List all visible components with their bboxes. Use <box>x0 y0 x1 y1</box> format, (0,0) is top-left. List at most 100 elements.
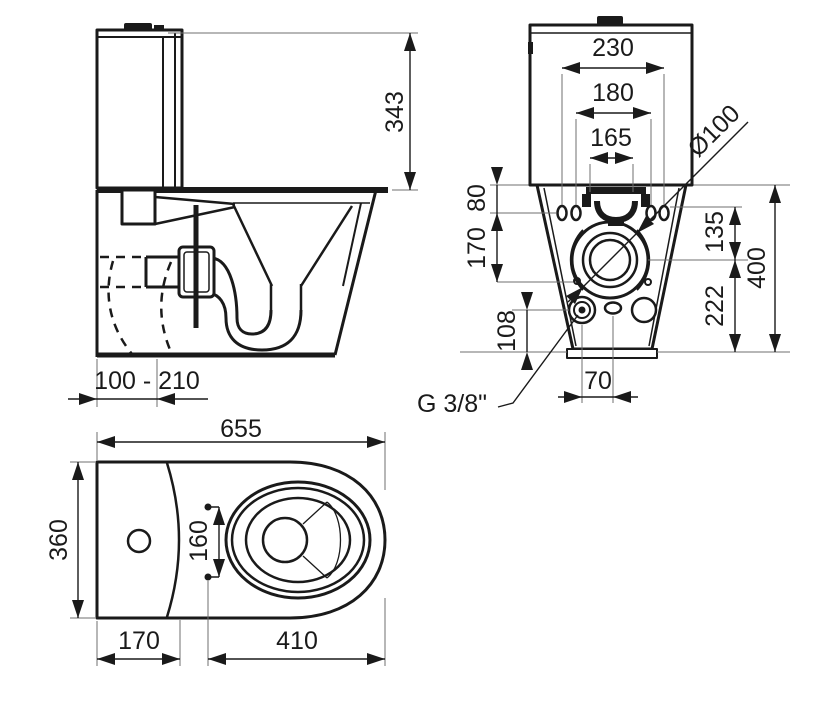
dim-inlet-height: 108 <box>460 292 569 370</box>
dim-410-arrows <box>208 653 385 665</box>
dim-135-label: 135 <box>701 211 729 253</box>
valve-right-lug <box>641 194 650 207</box>
dim-70-arrows <box>564 391 631 403</box>
dim-80-label: 80 <box>463 184 491 212</box>
side-button-cap <box>124 23 152 31</box>
dim-slots-outer: 230 <box>561 34 665 205</box>
side-bowl-funnel <box>231 203 354 310</box>
dia-leader-line <box>567 121 749 303</box>
side-outlet-pipe <box>144 255 180 289</box>
top-cistern-front-curve <box>165 462 181 618</box>
back-screw-hole-right <box>644 278 652 286</box>
side-view <box>95 23 388 358</box>
dim-total-length: 655 <box>96 415 386 490</box>
back-bowl-inner-walls <box>543 187 680 347</box>
dim-410-extensions <box>207 581 386 666</box>
dim-body-width: 360 <box>45 461 95 619</box>
top-bowl-mid-oval <box>230 486 366 594</box>
inlet-thread-label: G 3/8" <box>417 390 487 418</box>
dim-360-extensions <box>70 461 95 619</box>
side-inlet-bracket <box>120 188 157 226</box>
valve-top-bar <box>586 187 646 194</box>
back-flush-button <box>597 16 623 25</box>
back-base-plinth <box>566 348 658 359</box>
thread-leader-line <box>497 314 579 408</box>
side-alt-outlet-dashed-curve-left <box>107 260 133 355</box>
top-water-channel-lines <box>302 501 342 579</box>
dim-valve-width: 165 <box>589 124 634 192</box>
dim-inlet-offset: 70 <box>558 316 638 403</box>
dim-230-extensions <box>561 74 665 205</box>
dim-165-extensions <box>589 164 634 192</box>
side-inlet-cone-lines <box>154 195 236 226</box>
dim-slots-inner: 180 <box>575 79 652 205</box>
side-front-inner-line <box>342 202 362 287</box>
outlet-inner-circle <box>588 238 632 282</box>
dim-170t-arrows <box>97 653 180 665</box>
back-screw-hole-left <box>573 277 581 285</box>
top-drain-circle <box>261 516 309 564</box>
slot-outer-left <box>556 204 568 222</box>
callout-inlet-thread: G 3/8" <box>417 314 579 418</box>
dim-170b-arrow <box>491 264 503 282</box>
dim-180-label: 180 <box>592 79 634 107</box>
dim-seat-holes: 160 <box>185 503 225 581</box>
inlet-center-dot <box>578 306 586 314</box>
dim-180-arrows <box>576 107 651 119</box>
dim-100-210-label: 100 - 210 <box>94 367 200 395</box>
dim-360-arrows <box>72 462 84 618</box>
dim-160-label: 160 <box>185 520 213 562</box>
dim-108-arrows <box>521 292 533 370</box>
back-right-hole <box>630 296 658 324</box>
top-view <box>95 460 387 620</box>
dim-center-to-floor: 222 <box>657 260 790 353</box>
side-cistern-lid-lines <box>97 33 182 188</box>
top-bowl-inner-oval <box>244 496 352 584</box>
dim-slots-to-center: 135 <box>648 206 748 261</box>
dim-slots-to-holes: 170 <box>463 213 573 283</box>
dim-135-arrows <box>729 207 741 260</box>
side-alt-outlet-dashed-curve-right <box>160 261 173 353</box>
side-button-cap-small <box>154 25 164 31</box>
dim-160-arrows <box>213 507 225 577</box>
dim-343-extensions <box>168 32 418 191</box>
slot-inner-right <box>645 204 657 222</box>
dim-tank-height: 343 <box>168 32 418 191</box>
dim-343-label: 343 <box>381 91 409 133</box>
dim-108-label: 108 <box>493 310 521 352</box>
slot-inner-left <box>570 204 582 222</box>
inlet-mid-ring <box>573 301 591 319</box>
top-body-outline <box>95 460 387 620</box>
dim-410-label: 410 <box>276 627 318 655</box>
dim-total-height: 400 <box>743 185 781 352</box>
back-center-oval-hole <box>603 301 623 315</box>
dim-bowl-length: 410 <box>207 581 386 666</box>
top-cistern-hole <box>126 528 152 554</box>
dia-arrows <box>566 216 654 304</box>
dim-655-label: 655 <box>220 415 262 443</box>
outlet-mid-circle <box>581 231 639 289</box>
dim-343-arrows <box>404 33 416 190</box>
side-cistern-outline <box>95 28 184 190</box>
dim-70-extensions <box>581 316 614 403</box>
dim-135-extensions <box>648 206 748 261</box>
back-cistern-side-tab <box>528 42 533 54</box>
dim-170t-label: 170 <box>118 627 160 655</box>
back-seat-fixing-slots <box>556 204 670 222</box>
dim-outlet-range: 100 - 210 <box>68 359 208 407</box>
dim-165-arrows <box>590 152 633 164</box>
side-body-edges <box>95 189 378 357</box>
valve-bracket-arc <box>594 200 638 223</box>
dim-170b-label: 170 <box>463 227 491 269</box>
top-bowl-outer-oval <box>224 480 372 600</box>
dim-108-extensions <box>460 309 569 353</box>
dim-222-label: 222 <box>701 285 729 327</box>
side-trap-inner-curve <box>211 256 273 336</box>
dim-70-label: 70 <box>584 367 612 395</box>
dim-180-extensions <box>575 119 652 205</box>
side-alt-outlet-dashed-pipe <box>100 255 146 289</box>
valve-left-lug <box>582 194 591 207</box>
dim-165-label: 165 <box>590 124 632 152</box>
